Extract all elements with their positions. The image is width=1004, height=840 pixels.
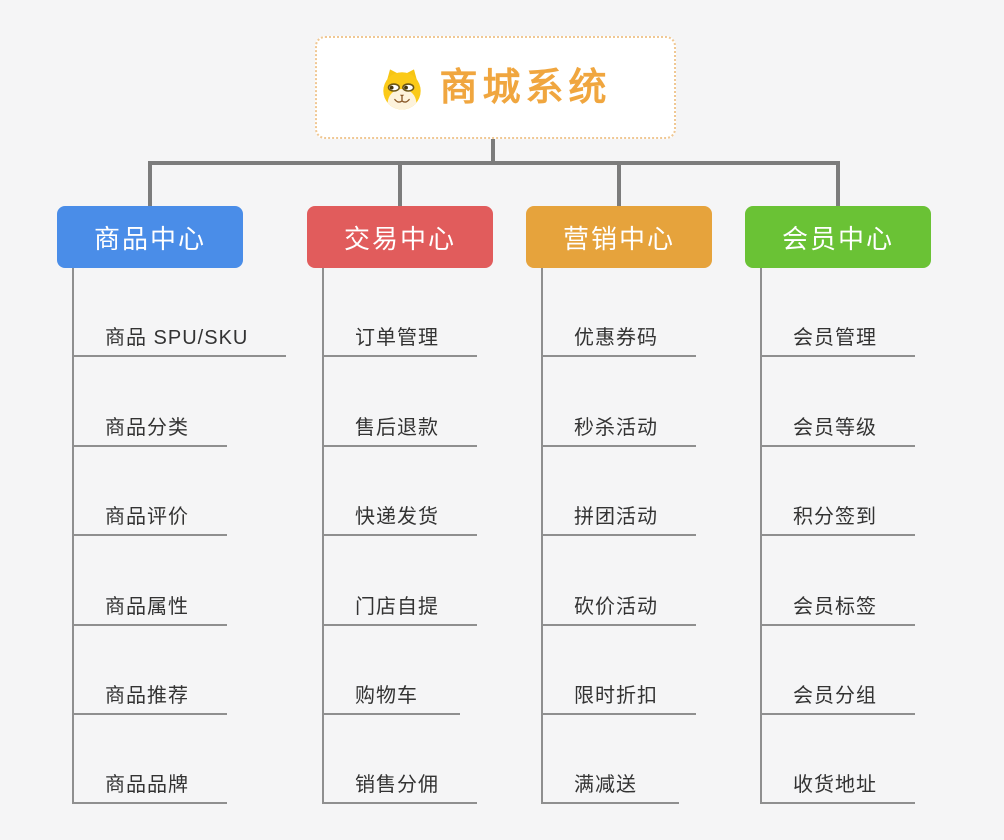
leaf-node[interactable]: 商品评价 xyxy=(72,447,227,537)
connector-root-stem xyxy=(491,139,495,163)
leaf-label: 拼团活动 xyxy=(574,506,658,529)
leaf-label: 商品分类 xyxy=(105,416,189,439)
leaf-label: 销售分佣 xyxy=(355,774,439,797)
leaf-label: 商品推荐 xyxy=(105,684,189,707)
leaf-label: 商品属性 xyxy=(105,595,189,618)
leaf-node[interactable]: 砍价活动 xyxy=(541,536,696,626)
leaf-label: 商品评价 xyxy=(105,506,189,529)
root-node[interactable]: 商城系统 xyxy=(315,36,676,139)
leaf-node[interactable]: 优惠券码 xyxy=(541,268,696,358)
leaf-label: 快递发货 xyxy=(355,506,439,529)
connector-drop-product xyxy=(148,161,152,208)
leaf-label: 收货地址 xyxy=(793,774,877,797)
root-title: 商城系统 xyxy=(439,66,612,109)
branch-header-member[interactable]: 会员中心 xyxy=(745,206,931,268)
leaf-node[interactable]: 收货地址 xyxy=(760,715,915,805)
branch-leaves: 优惠券码秒杀活动拼团活动砍价活动限时折扣满减送 xyxy=(541,268,696,805)
leaf-node[interactable]: 限时折扣 xyxy=(541,626,696,715)
leaf-node[interactable]: 会员标签 xyxy=(760,536,915,626)
branch-leaves: 商品 SPU/SKU 商品分类商品评价商品属性商品推荐商品品牌 xyxy=(72,268,287,805)
leaf-label: 购物车 xyxy=(355,684,418,707)
leaf-label: 会员标签 xyxy=(793,595,877,618)
leaf-label: 限时折扣 xyxy=(574,684,658,707)
leaf-label: 售后退款 xyxy=(355,416,439,439)
leaf-node[interactable]: 购物车 xyxy=(322,626,460,715)
leaf-label: 门店自提 xyxy=(355,595,439,618)
branch-leaves: 会员管理会员等级积分签到会员标签会员分组收货地址 xyxy=(760,268,915,805)
leaf-node[interactable]: 会员等级 xyxy=(760,357,915,447)
branch-product-center: 商品中心 商品 SPU/SKU 商品分类商品评价商品属性商品推荐商品品牌 xyxy=(57,206,287,805)
leaf-label: 商品品牌 xyxy=(105,774,189,797)
leaf-node[interactable]: 销售分佣 xyxy=(322,715,477,805)
branch-marketing-center: 营销中心 优惠券码秒杀活动拼团活动砍价活动限时折扣满减送 xyxy=(526,206,712,805)
leaf-node[interactable]: 售后退款 xyxy=(322,357,477,447)
leaf-node[interactable]: 门店自提 xyxy=(322,536,477,626)
leaf-label: 订单管理 xyxy=(355,327,439,350)
branch-header-marketing[interactable]: 营销中心 xyxy=(526,206,712,268)
leaf-node[interactable]: 会员分组 xyxy=(760,626,915,715)
leaf-node[interactable]: 商品分类 xyxy=(72,357,227,447)
leaf-label: 满减送 xyxy=(574,774,637,797)
branch-member-center: 会员中心 会员管理会员等级积分签到会员标签会员分组收货地址 xyxy=(745,206,931,805)
leaf-label: 会员等级 xyxy=(793,416,877,439)
leaf-node[interactable]: 拼团活动 xyxy=(541,447,696,537)
leaf-node[interactable]: 秒杀活动 xyxy=(541,357,696,447)
branch-header-product[interactable]: 商品中心 xyxy=(57,206,243,268)
leaf-node[interactable]: 快递发货 xyxy=(322,447,477,537)
leaf-node[interactable]: 商品品牌 xyxy=(72,715,227,805)
leaf-label: 积分签到 xyxy=(793,506,877,529)
branch-trade-center: 交易中心 订单管理售后退款快递发货门店自提购物车销售分佣 xyxy=(307,206,493,805)
leaf-node[interactable]: 商品 SPU/SKU xyxy=(72,268,287,358)
connector-drop-member xyxy=(836,161,840,208)
leaf-node[interactable]: 满减送 xyxy=(541,715,679,805)
leaf-label: 砍价活动 xyxy=(574,595,658,618)
dog-face-icon xyxy=(383,68,422,110)
connector-drop-marketing xyxy=(617,161,621,208)
leaf-label: 会员管理 xyxy=(793,327,877,350)
connector-horizontal xyxy=(148,161,840,165)
leaf-node[interactable]: 订单管理 xyxy=(322,268,477,358)
branch-leaves: 订单管理售后退款快递发货门店自提购物车销售分佣 xyxy=(322,268,477,805)
leaf-node[interactable]: 积分签到 xyxy=(760,447,915,537)
leaf-node[interactable]: 商品推荐 xyxy=(72,626,227,715)
leaf-label: 会员分组 xyxy=(793,684,877,707)
leaf-label: 商品 SPU/SKU xyxy=(105,327,249,350)
connector-drop-trade xyxy=(398,161,402,208)
leaf-label: 优惠券码 xyxy=(574,327,658,350)
branch-header-trade[interactable]: 交易中心 xyxy=(307,206,493,268)
leaf-node[interactable]: 会员管理 xyxy=(760,268,915,358)
leaf-label: 秒杀活动 xyxy=(574,416,658,439)
leaf-node[interactable]: 商品属性 xyxy=(72,536,227,626)
